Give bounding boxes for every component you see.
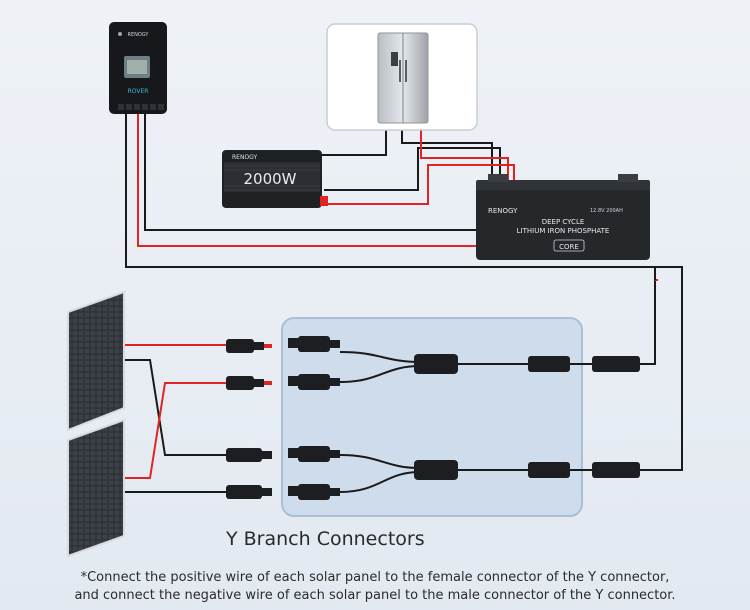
battery: RENOGY 12.8V 200AH DEEP CYCLE LITHIUM IR…: [476, 174, 650, 260]
battery-title-line1: DEEP CYCLE: [542, 218, 585, 226]
refrigerator: [326, 23, 478, 131]
controller-model: ROVER: [128, 88, 149, 95]
battery-series: CORE: [559, 243, 579, 251]
inverter-power-label: 2000W: [243, 170, 296, 188]
battery-title-line2: LITHIUM IRON PHOSPHATE: [517, 227, 610, 235]
battery-spec: 12.8V 200AH: [590, 208, 623, 214]
positive-wires: [122, 113, 658, 479]
y-branch-connectors: [288, 336, 570, 500]
note-line-1: *Connect the positive wire of each solar…: [80, 570, 670, 585]
inverter: RENOGY 2000W: [222, 150, 328, 208]
charge-controller: RENOGY ROVER: [109, 22, 167, 114]
inverter-brand: RENOGY: [232, 154, 258, 161]
output-connectors: [592, 356, 640, 478]
y-branch-box: [281, 317, 583, 517]
panel-connectors: [226, 339, 272, 499]
solar-panel-top: [67, 290, 125, 432]
note-line-2: and connect the negative wire of each so…: [74, 588, 676, 603]
solar-panel-bottom: [67, 418, 125, 558]
battery-brand: RENOGY: [488, 207, 518, 215]
y-branch-label: Y Branch Connectors: [226, 528, 425, 550]
negative-wires: [122, 113, 683, 493]
controller-brand: RENOGY: [128, 32, 150, 38]
